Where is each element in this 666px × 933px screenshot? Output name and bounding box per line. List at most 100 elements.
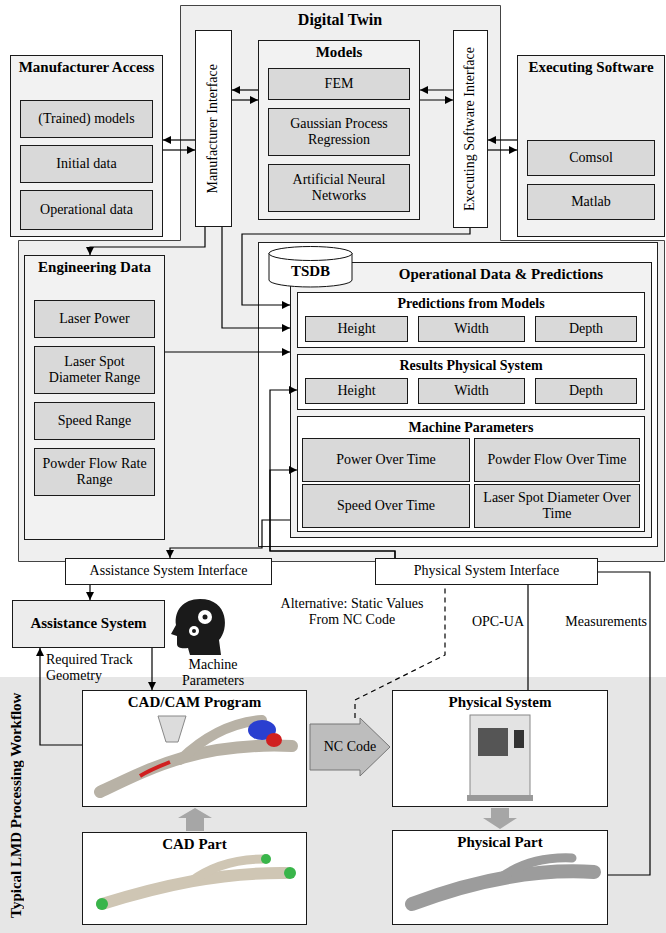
group-box: Engineering DataLaser PowerLaser Spot Di…: [24, 255, 165, 540]
interface-bar: Executing Software Interface: [453, 30, 488, 228]
group-title: Physical Part: [399, 834, 601, 851]
box-label: Assistance System Interface: [90, 563, 248, 579]
edge-label: OPC-UA: [466, 614, 524, 630]
connector: [232, 99, 258, 100]
group-title: CAD Part: [89, 836, 300, 853]
process-box: Height: [305, 378, 408, 404]
machine-window: [478, 728, 508, 756]
machine-body: [470, 715, 530, 797]
box-label: Laser Power: [59, 311, 129, 327]
process-box: Gaussian Process Regression: [268, 108, 410, 156]
part-end: [284, 867, 296, 879]
toolpath-red: [140, 762, 170, 776]
process-box: Speed Over Time: [302, 484, 470, 528]
connector: [527, 585, 528, 690]
connector: [163, 149, 195, 150]
process-box: Speed Range: [34, 402, 155, 440]
flow-arrow: [483, 808, 517, 829]
gear-hub: [192, 629, 196, 633]
process-box: Powder Flow Rate Range: [34, 448, 155, 496]
database-cylinder: TSDB: [268, 246, 353, 288]
box-label: NC Code: [324, 739, 377, 755]
group-box: Physical System: [392, 690, 608, 807]
process-box: Artificial Neural Networks: [268, 164, 410, 212]
connector: [488, 149, 517, 150]
connector: [170, 520, 290, 558]
group-box: CAD/CAM Program: [82, 690, 307, 807]
gear: [198, 610, 212, 624]
connector: [151, 648, 152, 690]
process-box: Depth: [535, 378, 637, 404]
box-label: Gaussian Process Regression: [274, 116, 404, 148]
part-arm: [102, 873, 288, 904]
cylinder-top: [269, 247, 352, 261]
group-box: Results Physical SystemHeight Width Depth: [297, 354, 645, 410]
process-box: Width: [418, 316, 525, 342]
edge-label: Required Track Geometry: [46, 652, 146, 684]
edge-label: Measurements: [558, 614, 647, 630]
toolpath-blue: [248, 720, 276, 740]
connector: [232, 89, 258, 90]
connector: [270, 390, 395, 558]
machine-panel: [514, 730, 524, 748]
group-title: Engineering Data: [31, 259, 158, 276]
physical-part-picture: [412, 858, 594, 904]
arrow-polygon: [310, 718, 390, 776]
box-label: Speed Range: [58, 413, 131, 429]
group-box: Executing SoftwareComsolMatlab: [517, 55, 665, 237]
part-end: [261, 854, 271, 864]
group-box: Predictions from ModelsHeightWidthDepth: [297, 292, 645, 348]
process-box: Assistance System: [12, 600, 165, 648]
process-box: Comsol: [527, 140, 655, 176]
group-title: Operational Data & Predictions: [357, 266, 645, 283]
part-end: [96, 898, 108, 910]
connector: [242, 228, 470, 305]
box-label: Matlab: [571, 194, 611, 210]
group-title: Results Physical System: [304, 358, 638, 374]
group-box: Manufacturer Access (Trained) modelsIniti…: [10, 55, 163, 237]
box-label: Power Over Time: [336, 452, 436, 468]
part-branch: [500, 858, 572, 878]
process-box: Laser Spot Diameter Over Time: [474, 484, 640, 528]
group-title: Machine Parameters: [304, 420, 638, 436]
process-box: FEM: [268, 68, 410, 100]
box-label: Physical System Interface: [414, 563, 559, 579]
part-arm: [412, 871, 594, 904]
box-label: Comsol: [569, 150, 613, 166]
process-box: Height: [305, 316, 408, 342]
group-title: Digital Twin: [180, 11, 500, 29]
nc-code-arrow: NC Code: [310, 718, 390, 776]
box-label: Operational data: [40, 202, 133, 218]
connector: [90, 227, 205, 255]
box-label: Width: [454, 321, 488, 337]
process-box: Operational data: [20, 190, 153, 230]
connector: [222, 227, 290, 328]
connector: [420, 99, 453, 100]
group-title: Models: [265, 44, 413, 61]
box-label: Laser Spot Diameter Range: [40, 354, 149, 386]
box-label: Laser Spot Diameter Over Time: [480, 490, 634, 522]
group-box: Physical Part: [392, 830, 608, 925]
group-title: Typical LMD Processing Workflow: [8, 677, 32, 933]
nozzle: [158, 716, 186, 742]
box-label: Depth: [569, 383, 603, 399]
thinking-head-icon: [171, 599, 225, 655]
group-title: Manufacturer Access: [17, 59, 156, 76]
connector: [420, 89, 453, 90]
group-box: Machine ParametersPower Over TimePowder …: [297, 416, 645, 532]
edge-label: Machine Parameters: [158, 657, 268, 689]
process-box: Laser Power: [34, 300, 155, 338]
process-box: Width: [418, 378, 525, 404]
group-box: ModelsFEM Gaussian Process RegressionArti…: [258, 40, 420, 220]
process-box: (Trained) models: [20, 100, 153, 138]
connector: [165, 351, 290, 352]
database-frame: [259, 243, 658, 547]
interface-bar: Manufacturer Interface: [195, 30, 232, 227]
box-label: Width: [454, 383, 488, 399]
group-title: Predictions from Models: [304, 296, 638, 312]
box-label: Height: [337, 321, 375, 337]
gear: [189, 626, 199, 636]
box-label: Initial data: [56, 156, 116, 172]
connector: [163, 139, 195, 140]
